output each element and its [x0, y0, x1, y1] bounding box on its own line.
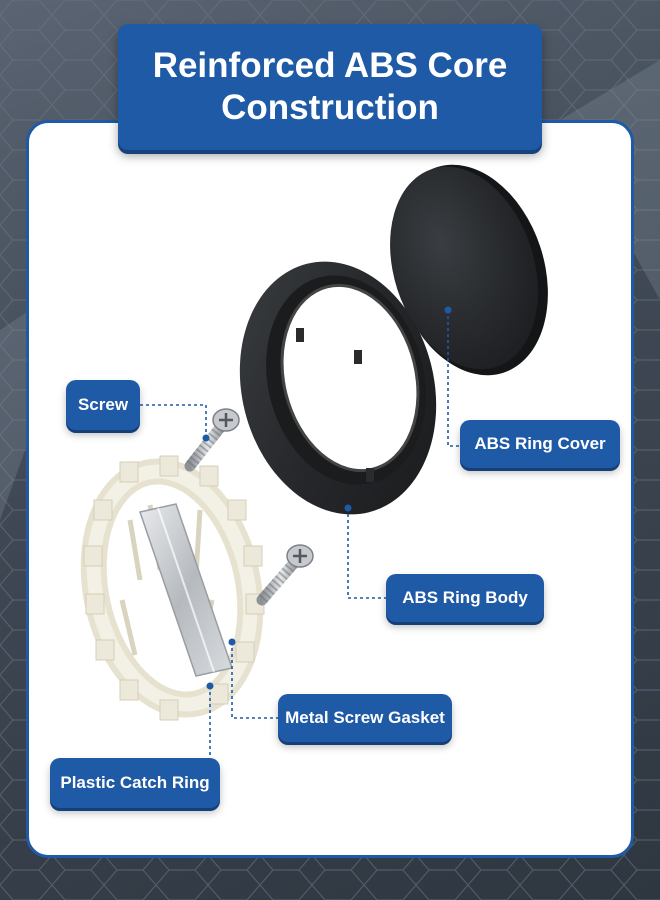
- title-banner: Reinforced ABS Core Construction: [118, 24, 542, 150]
- screw-upper-part: [184, 408, 240, 472]
- screw-lower-part: [256, 544, 314, 606]
- plastic-catch-ring-part: [80, 455, 265, 721]
- label-screw: Screw: [66, 380, 140, 430]
- abs-ring-cover-part: [390, 164, 548, 376]
- leader-dots: [202, 306, 452, 690]
- abs-ring-body-part: [239, 261, 437, 515]
- label-abs-ring-body: ABS Ring Body: [386, 574, 544, 622]
- label-abs-ring-cover: ABS Ring Cover: [460, 420, 620, 468]
- label-metal-screw-gasket: Metal Screw Gasket: [278, 694, 452, 742]
- title-line-2: Construction: [221, 88, 439, 127]
- title-line-1: Reinforced ABS Core: [152, 46, 508, 85]
- leader-lines: [140, 310, 460, 770]
- label-plastic-catch-ring: Plastic Catch Ring: [50, 758, 220, 808]
